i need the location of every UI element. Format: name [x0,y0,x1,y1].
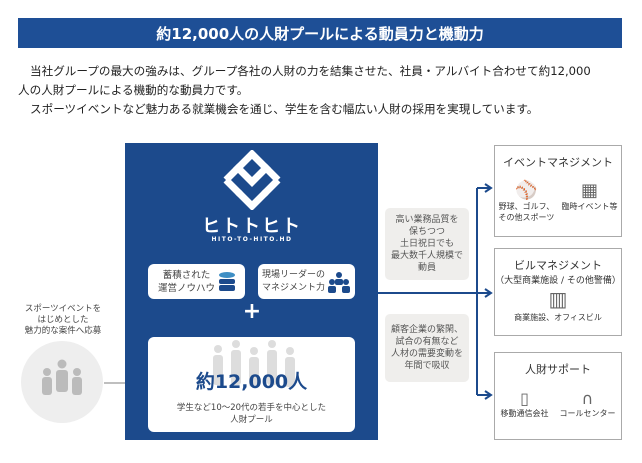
text-line: 年間で吸収 [404,361,450,371]
text-line: 魅力的な案件へ応募 [24,326,102,336]
text-line: 顧客企業の繁閑、 [390,325,463,335]
strength-card-management: 現場リーダーのマネジメント力 [258,264,355,299]
text-line: 現場リーダーの [261,269,325,280]
connector-arrows [378,183,493,400]
text-line: 野球、ゴルフ、 [498,202,555,211]
talent-pool-count: 約12,000人 [195,371,308,393]
text-line: その他スポーツ [498,213,555,222]
segment-title: イベントマネジメント [503,156,613,169]
text-line: 臨時イベント等 [561,202,618,211]
segment-subtitle: （大型商業施設 / その他警備） [495,276,621,286]
baseball-bat-icon: ⚾ [515,180,538,201]
smartphone-icon: ▯ [520,389,529,408]
plus-sign: + [242,299,262,324]
applicants-text: スポーツイベントを はじめとした 魅力的な案件へ応募 [8,304,118,337]
text-line: 人材の需要変動を [390,349,463,359]
logo-name: ヒトトヒト [202,216,302,237]
text-line: はじめとした [37,315,89,325]
segment-title: ビルマネジメント [514,259,602,272]
segment-event-management: イベントマネジメント ⚾野球、ゴルフ、その他スポーツ ▦臨時イベント等 [494,145,622,237]
bubble-quality: 高い業務品質を保ちつつ土日祝日でも最大数千人規模で動員 [385,208,469,280]
text-line: コールセンター [559,409,616,418]
people-background-icon [213,340,295,387]
text-line: 学生など10～20代の若手を中心とした [176,403,327,413]
text-line: スポーツイベントを [24,304,102,314]
bubble-flexibility: 顧客企業の繁閑、試合の有無など人材の需要変動を年間で吸収 [385,314,469,382]
text-line: 試合の有無など [395,337,459,347]
text-line: 最大数千人規模で [390,251,463,261]
section-title: 約12,000人の人財プールによる動員力と機動力 [18,18,622,48]
intro-line: 当社グループの最大の強みは、グループ各社の人財の力を結集させた、社員・アルバイト… [30,64,591,78]
people-icon [42,359,82,395]
database-icon [219,271,235,291]
intro-line: スポーツイベントなど魅力ある就業機会を通じ、学生を含む幅広い人財の採用を実現して… [30,102,539,116]
text-line: 保ちつつ [408,227,445,237]
text-line: 商業施設、オフィスビル [514,313,602,322]
team-icon [328,271,350,293]
segment-staffing-support: 人財サポート ▯移動通信会社 ∩コールセンター [494,352,622,440]
logo-mark-icon [223,150,281,210]
strength-card-knowhow: 蓄積された運営ノウハウ [148,264,245,299]
text-line: 動員 [417,263,436,273]
text-line: 高い業務品質を [395,215,459,225]
text-line: 蓄積された [162,269,211,281]
segment-title: 人財サポート [525,363,591,376]
text-line: 人財プール [230,415,273,425]
text-line: 運営ノウハウ [157,282,215,294]
text-line: 土日祝日でも [399,239,454,249]
text-line: 移動通信会社 [500,409,549,418]
segment-building-management: ビルマネジメント （大型商業施設 / その他警備） ▥ 商業施設、オフィスビル [494,248,622,336]
intro-text: 当社グループの最大の強みは、グループ各社の人財の力を結集させた、社員・アルバイト… [18,62,628,119]
building-icon: ▥ [548,287,568,311]
text-line: マネジメント力 [261,282,325,293]
headset-icon: ∩ [581,389,594,408]
logo-subtitle: HITO-TO-HITO.HD [211,236,293,243]
intro-line: 人の人財プールによる機動的な動員力です。 [18,83,249,97]
stage-icon: ▦ [580,180,598,201]
talent-pool-card: 約12,000人 学生など10～20代の若手を中心とした 人財プール [148,337,355,432]
